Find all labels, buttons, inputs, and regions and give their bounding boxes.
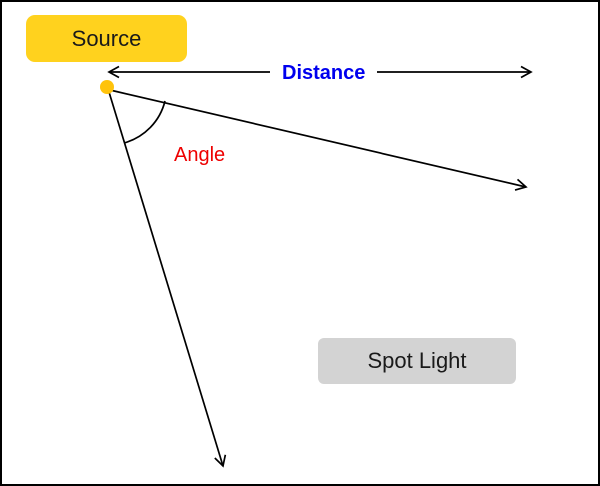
source-button[interactable]: Source bbox=[26, 15, 187, 62]
angle-label: Angle bbox=[174, 144, 226, 166]
spot-light-button-label: Spot Light bbox=[367, 348, 467, 373]
source-button-label: Source bbox=[71, 25, 142, 51]
cone-lower-ray-arrow bbox=[108, 91, 227, 468]
spot-light-button[interactable]: Spot Light bbox=[318, 338, 516, 384]
angle-arc bbox=[123, 100, 166, 144]
distance-label: Distance bbox=[270, 61, 378, 85]
cone-upper-ray-arrow bbox=[109, 89, 528, 191]
source-dot bbox=[100, 80, 114, 94]
